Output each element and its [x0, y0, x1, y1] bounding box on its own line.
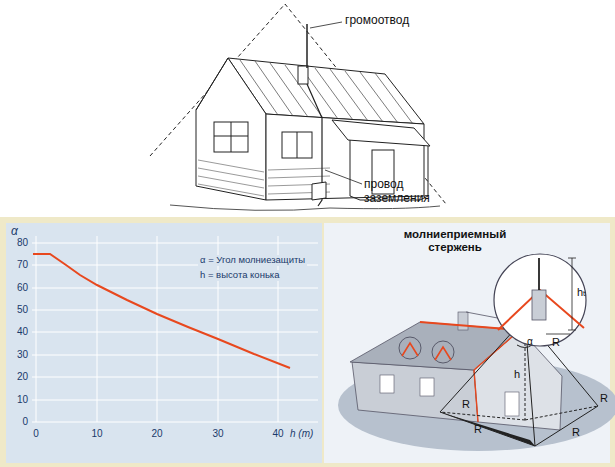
- tick-label: 30: [8, 349, 28, 361]
- dimension-label: R: [572, 426, 580, 439]
- callout-label: громоотвод: [345, 14, 409, 28]
- axis-title: α: [11, 225, 18, 239]
- callout-label: провод заземления: [364, 178, 444, 206]
- tick-label: 20: [147, 428, 167, 440]
- tick-label: 30: [208, 428, 228, 440]
- tick-label: 0: [26, 428, 46, 440]
- tick-label: 60: [8, 282, 28, 294]
- chart-grid: [32, 236, 318, 422]
- chart-note: α = Угол молниезащиты: [198, 255, 307, 266]
- dimension-label: R: [462, 398, 470, 411]
- axis-title: h (m): [290, 428, 313, 440]
- chart-panel: [6, 223, 322, 463]
- dimension-label: h: [514, 368, 520, 381]
- house-3d: [338, 254, 615, 451]
- tick-label: 10: [8, 394, 28, 406]
- tick-label: 40: [268, 428, 288, 440]
- tick-label: 50: [8, 304, 28, 316]
- chart-note: h = высота конька: [198, 270, 281, 281]
- dimension-label: hₜ: [577, 286, 586, 299]
- tick-label: 10: [87, 428, 107, 440]
- dimension-label: R: [600, 392, 608, 405]
- angle-label: α: [527, 336, 533, 348]
- tick-label: 40: [8, 326, 28, 338]
- tick-label: 20: [8, 371, 28, 383]
- tick-label: 80: [8, 237, 28, 249]
- tick-label: 70: [8, 259, 28, 271]
- protection-curve: [33, 254, 290, 368]
- house-sketch: [150, 4, 446, 210]
- dimension-label: R: [552, 336, 560, 349]
- part-label: молниеприемный стержень: [400, 228, 510, 254]
- dimension-label: R: [474, 423, 482, 436]
- tick-label: 0: [8, 416, 28, 428]
